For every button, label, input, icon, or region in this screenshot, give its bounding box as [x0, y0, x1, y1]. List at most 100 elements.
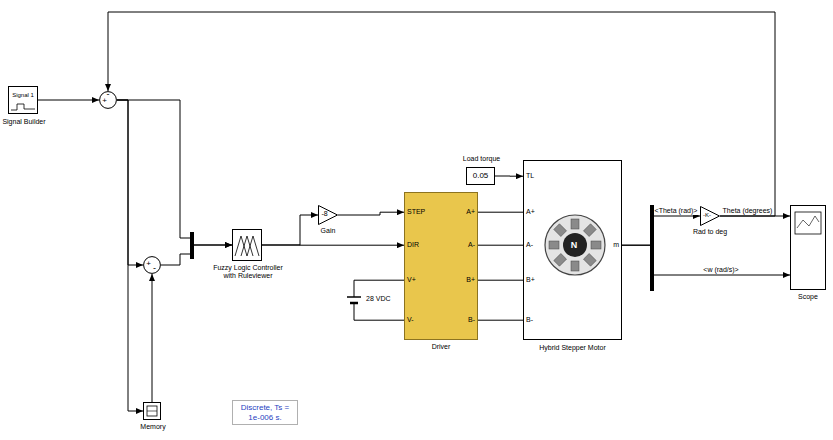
block-text: Discrete, Ts = 1e-006 s. — [235, 403, 295, 422]
scope-trace — [797, 216, 819, 228]
signal-line — [478, 280, 523, 281]
battery-symbol — [354, 288, 355, 297]
gain-triangle: -8Gain — [318, 205, 338, 225]
block-text: -8 — [319, 210, 330, 218]
block-text: 28 VDC — [366, 295, 402, 303]
battery-symbol — [347, 296, 361, 298]
stator-tooth — [571, 219, 579, 229]
block-text: DIR — [407, 241, 439, 249]
signal-line — [338, 212, 404, 215]
dc-voltage-source: 28 VDC — [344, 288, 364, 312]
block-text: Scope — [787, 293, 829, 301]
block-text: - — [151, 264, 158, 273]
block-text: A+ — [526, 208, 546, 216]
stator-tooth — [554, 253, 567, 266]
gain-triangle: -K-Rad to deg — [700, 206, 720, 226]
motor-rotor — [563, 233, 587, 257]
signal-line — [478, 212, 523, 213]
signal-line — [117, 100, 232, 245]
memory-icon — [147, 411, 157, 412]
mux-bar — [190, 232, 194, 259]
signal-line — [478, 320, 523, 321]
block-text: m — [604, 241, 619, 249]
gain-outline — [701, 207, 720, 226]
battery-symbol — [354, 303, 355, 312]
demux-bar — [650, 205, 654, 291]
stator-teeth — [549, 219, 601, 271]
signal-line — [354, 312, 404, 320]
block-text: B+ — [526, 276, 546, 284]
driver-block: STEPDIRV+V-A+A-B+B-Driver — [404, 192, 478, 340]
block-text: -K- — [701, 212, 713, 219]
block-text: Hybrid Stepper Motor — [524, 344, 621, 352]
block-text: V+ — [407, 276, 439, 284]
block-text: Signal 1 — [9, 92, 37, 99]
block-text: Load torque — [454, 155, 509, 163]
signal-line — [478, 245, 523, 246]
gain-triangle-outline — [318, 205, 338, 225]
signal-line — [262, 215, 318, 245]
signal-line — [354, 280, 404, 288]
membership-function — [247, 236, 259, 256]
block-text: Fuzzy Logic Controller with Ruleviewer — [208, 264, 288, 281]
signal-label: <Theta (rad)> — [654, 206, 699, 215]
block-text: Driver — [405, 343, 477, 351]
block-text: - — [99, 90, 117, 99]
block-text: STEP — [407, 208, 439, 216]
signal-waveform — [11, 104, 35, 110]
stator-tooth — [571, 261, 579, 271]
signal-line — [622, 245, 790, 275]
block-text: + — [101, 97, 108, 105]
stator-tooth — [583, 224, 596, 237]
stepper-motor-block: TLA+A-B+B-mNHybrid Stepper Motor — [523, 160, 622, 340]
signal-line — [262, 245, 404, 246]
stator-tooth — [554, 224, 567, 237]
memory-icon — [147, 406, 157, 416]
signal-line — [495, 176, 523, 177]
block-text: TL — [526, 172, 546, 180]
block-text: B- — [526, 316, 546, 324]
signal-label: <w (rad/s)> — [702, 265, 739, 274]
scope-block: Scope — [790, 205, 826, 290]
sum-outline — [144, 257, 161, 274]
block-text: A- — [526, 241, 546, 249]
block-text: A- — [443, 241, 475, 249]
membership-function — [235, 236, 247, 256]
stator-tooth — [549, 241, 559, 249]
powergui-block: Discrete, Ts = 1e-006 s. — [232, 400, 298, 425]
block-text: V- — [407, 316, 439, 324]
sum-circle: +- — [143, 256, 161, 274]
stator-tooth — [583, 253, 596, 266]
sum-circle-outline — [143, 256, 161, 274]
block-text: N — [566, 240, 582, 251]
constant-block: 0.05Load torque — [466, 167, 495, 185]
block-text: B- — [443, 316, 475, 324]
membership-function — [241, 236, 253, 256]
block-text: 0.05 — [467, 171, 494, 181]
gain-outline — [319, 206, 338, 225]
signal-line — [38, 100, 99, 101]
signal-line — [117, 100, 143, 411]
signal-line — [622, 216, 700, 245]
signal-label: Theta (degrees) — [722, 206, 774, 215]
block-text: + — [145, 260, 152, 268]
signal-line — [117, 100, 143, 265]
block-text: A+ — [443, 208, 475, 216]
memory-block: Memory — [143, 402, 161, 420]
block-text: Signal Builder — [0, 118, 54, 126]
block-text: Gain — [312, 227, 344, 235]
scope-screen — [795, 212, 821, 234]
signal-line — [152, 274, 153, 402]
block-text: Memory — [128, 423, 178, 431]
stator-tooth — [591, 241, 601, 249]
sum-circle: -+ — [99, 91, 117, 109]
dc-voltage-source-outline — [344, 288, 364, 312]
signal-line — [161, 245, 232, 265]
fuzzy-controller-block: Fuzzy Logic Controller with Ruleviewer — [232, 229, 262, 261]
block-text: Rad to deg — [688, 228, 732, 236]
signal-line — [108, 12, 775, 216]
block-text: B+ — [443, 276, 475, 284]
motor-stator — [545, 215, 605, 275]
signal-builder-block: Signal 1Signal Builder — [8, 86, 38, 114]
